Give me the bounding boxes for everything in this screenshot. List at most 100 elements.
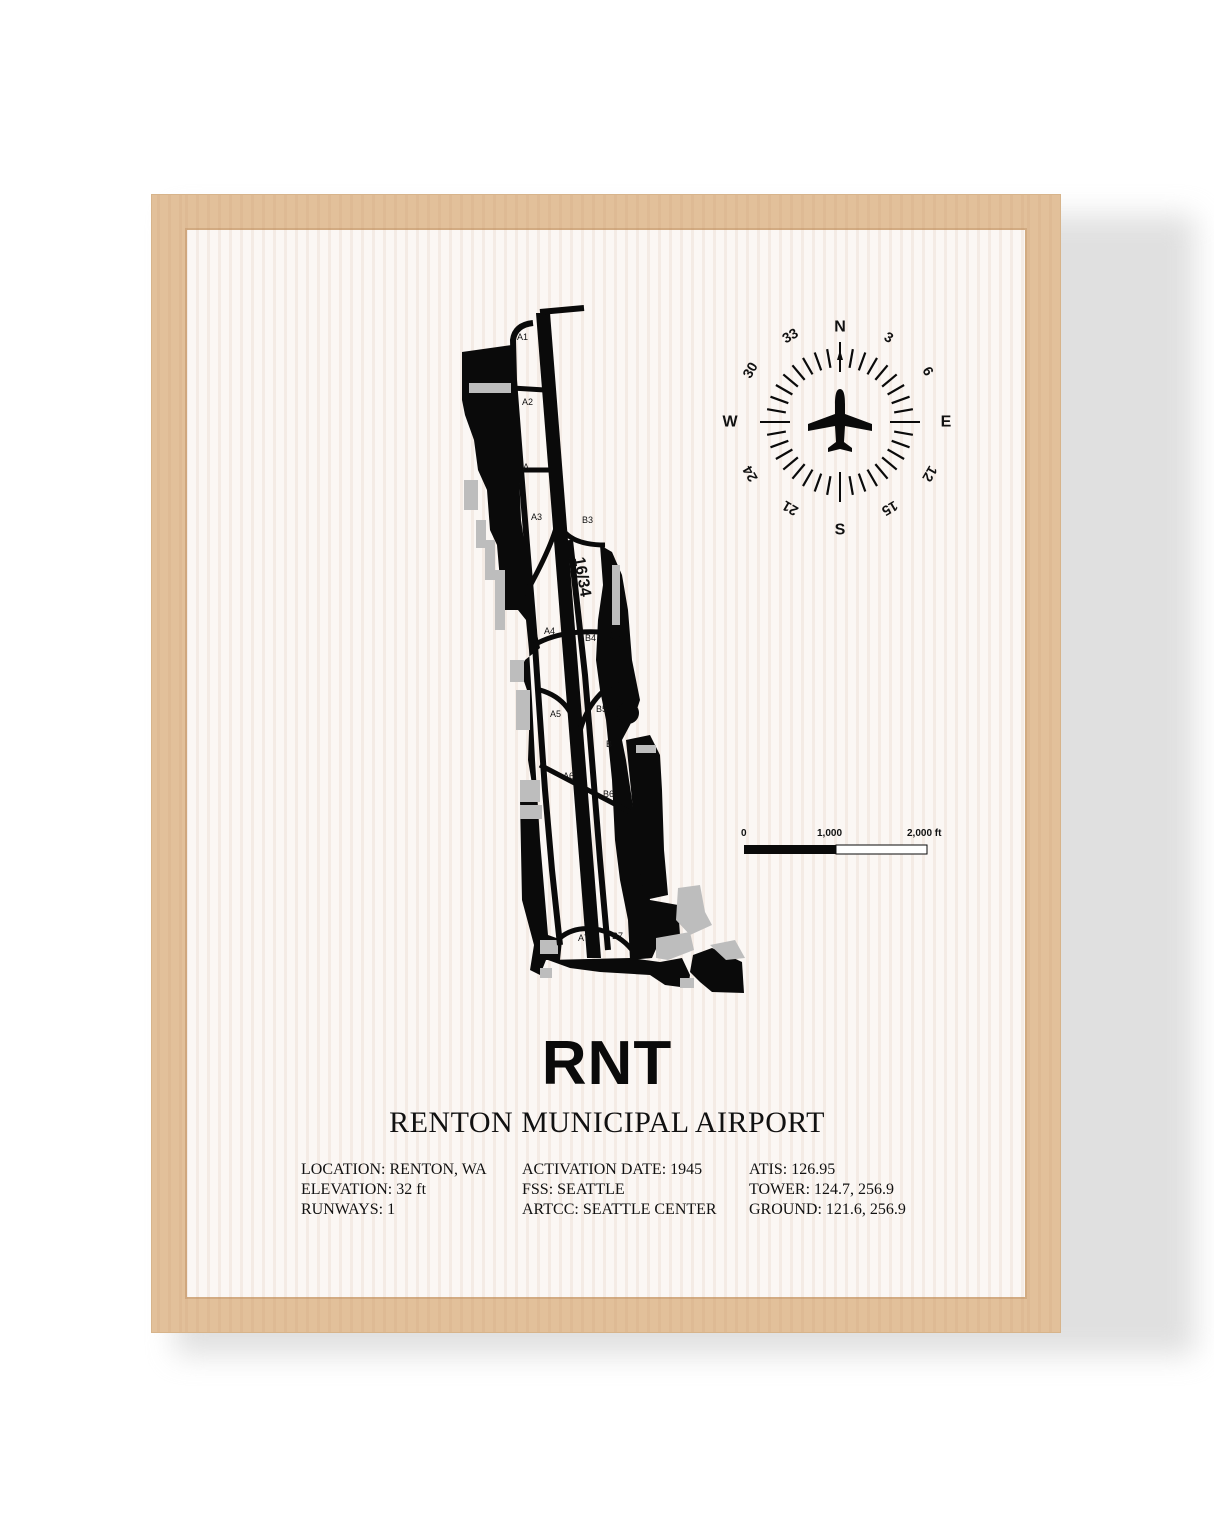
label-a3: A3 <box>531 512 542 522</box>
scale-segment-light <box>835 844 928 855</box>
compass-tick <box>775 384 793 396</box>
compass-label-d3: 3 <box>882 328 897 346</box>
label-a2: A2 <box>522 397 533 407</box>
info-ground: GROUND: 121.6, 256.9 <box>749 1201 906 1218</box>
compass-tick <box>782 373 799 388</box>
compass-tick <box>775 448 793 460</box>
compass-tick <box>893 408 914 414</box>
compass-tick <box>874 364 889 381</box>
scale-segment-dark <box>744 845 836 854</box>
building <box>520 805 542 819</box>
building <box>710 940 745 960</box>
building <box>636 745 656 753</box>
scale-bar: 0 1,000 2,000 ft <box>741 828 942 855</box>
building <box>469 383 511 393</box>
label-b3: B3 <box>582 515 593 525</box>
picture-frame <box>152 195 1060 1332</box>
compass-tick <box>891 395 910 405</box>
compass-tick <box>857 352 867 371</box>
compass-tick <box>770 395 789 405</box>
east-round-structure <box>617 702 639 724</box>
compass-tick <box>770 439 789 449</box>
runway-north-taxi <box>539 305 585 315</box>
label-b: B <box>606 739 612 749</box>
connector-a4-b4 <box>532 629 631 652</box>
building <box>676 885 712 935</box>
taxiway-connectors <box>511 385 634 952</box>
connector-a7-b7 <box>558 926 634 952</box>
compass-tick <box>866 357 878 375</box>
label-a4: A4 <box>544 626 555 636</box>
building <box>510 660 524 682</box>
north-arrow-icon <box>837 350 843 360</box>
compass-label-d33: 33 <box>779 324 801 346</box>
east-apron <box>596 545 680 960</box>
connector-a5-b5 <box>539 677 620 741</box>
info-tower: TOWER: 124.7, 256.9 <box>749 1181 895 1198</box>
info-fss: FSS: SEATTLE <box>522 1181 625 1198</box>
info-elevation: ELEVATION: 32 ft <box>301 1181 427 1198</box>
building <box>540 940 558 954</box>
compass-tick <box>802 469 814 487</box>
compass-tick <box>826 475 832 496</box>
scale-label-2000: 2,000 ft <box>907 828 942 839</box>
label-a7: A7 <box>578 933 589 943</box>
info-column-3: ATIS: 126.95 TOWER: 124.7, 256.9 GROUND:… <box>749 1160 906 1220</box>
scale-label-0: 0 <box>741 828 747 839</box>
compass-label-d21: 21 <box>779 498 801 520</box>
building <box>495 570 505 630</box>
building <box>680 978 694 988</box>
building <box>520 780 540 802</box>
compass-tick <box>766 430 787 436</box>
building <box>485 540 495 580</box>
label-a6: A6 <box>563 771 574 781</box>
label-a: A <box>523 462 529 472</box>
south-apron <box>548 958 690 988</box>
connector-a2 <box>511 385 546 393</box>
info-runways: RUNWAYS: 1 <box>301 1201 396 1218</box>
compass-tick <box>791 463 806 480</box>
compass-tick <box>802 357 814 375</box>
label-b7: B7 <box>612 931 623 941</box>
compass-label-d12: 12 <box>919 463 941 485</box>
info-column-2: ACTIVATION DATE: 1945 FSS: SEATTLE ARTCC… <box>522 1160 717 1220</box>
grey-buildings <box>464 383 745 988</box>
compass-tick <box>782 456 799 471</box>
compass-tick <box>848 475 854 496</box>
compass-tick <box>813 352 823 371</box>
compass-tick <box>887 384 905 396</box>
compass-tick <box>881 373 898 388</box>
label-a5: A5 <box>550 709 561 719</box>
compass-tick <box>791 364 806 381</box>
building <box>612 565 620 625</box>
compass-tick <box>866 469 878 487</box>
compass-label-w: W <box>722 414 738 431</box>
info-artcc: ARTCC: SEATTLE CENTER <box>522 1201 717 1218</box>
compass-tick <box>826 348 832 369</box>
label-b5: B5 <box>596 704 607 714</box>
scale-label-1000: 1,000 <box>817 828 842 839</box>
compass-tick <box>893 430 914 436</box>
building <box>516 690 530 730</box>
compass-tick <box>848 348 854 369</box>
info-column-1: LOCATION: RENTON, WA ELEVATION: 32 ft RU… <box>301 1160 487 1220</box>
connector-a6-b6 <box>538 762 632 815</box>
east-hangar-block <box>626 735 668 900</box>
compass-label-d15: 15 <box>879 498 901 520</box>
compass-tick <box>813 473 823 492</box>
info-location: LOCATION: RENTON, WA <box>301 1161 487 1178</box>
airport-name: RENTON MUNICIPAL AIRPORT <box>389 1106 825 1139</box>
compass-tick <box>887 448 905 460</box>
compass-label-n: N <box>834 319 846 336</box>
compass-tick <box>891 439 910 449</box>
compass-label-d6: 6 <box>919 364 937 379</box>
compass-tick <box>766 408 787 414</box>
compass-label-s: S <box>835 522 846 539</box>
building <box>656 932 694 960</box>
label-a1: A1 <box>517 332 528 342</box>
compass-tick <box>881 456 898 471</box>
taxiway-labels: A1 A2 A A3 B3 A4 B4 A5 B5 B A6 B6 A7 B7 <box>517 332 623 943</box>
taxiway-a <box>509 320 563 946</box>
